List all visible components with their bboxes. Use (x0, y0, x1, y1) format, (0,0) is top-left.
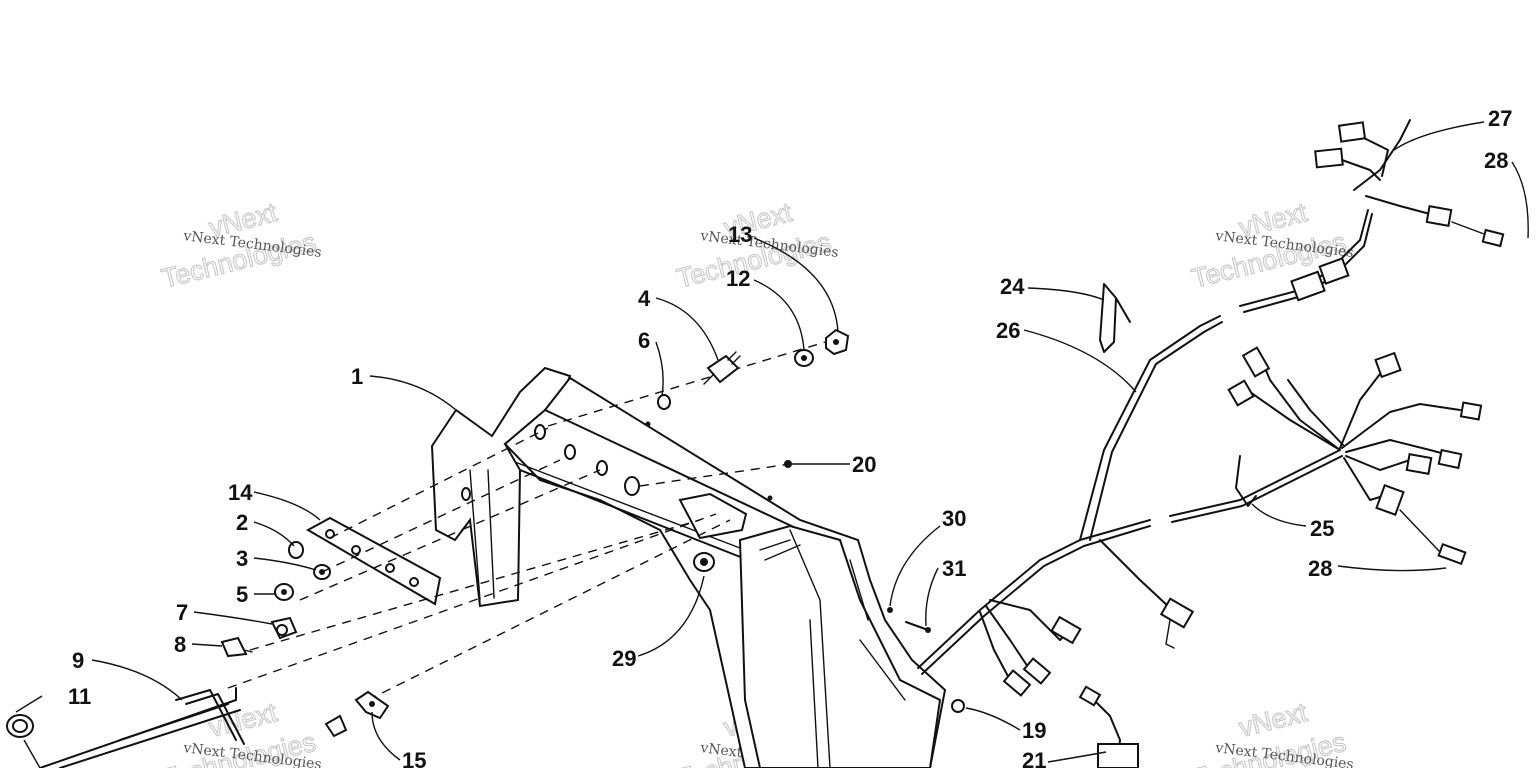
callout-24: 24 (1000, 274, 1025, 299)
callout-28-bottom: 28 (1308, 556, 1332, 581)
callout-15: 15 (402, 748, 426, 768)
screws-30-31 (887, 607, 931, 633)
callout-30: 30 (942, 506, 966, 531)
explode-line-d (547, 339, 833, 427)
callout-5: 5 (236, 582, 248, 607)
callout-4: 4 (638, 286, 651, 311)
callout-8: 8 (174, 632, 186, 657)
callout-12: 12 (726, 266, 750, 291)
console-bracket (430, 366, 947, 768)
callout-1: 1 (351, 364, 363, 389)
callout-19: 19 (1022, 718, 1046, 743)
callout-25: 25 (1310, 516, 1334, 541)
explode-line-a (329, 427, 549, 539)
nut-19 (951, 699, 965, 713)
callout-2: 2 (236, 510, 248, 535)
callout-21: 21 (1022, 748, 1046, 768)
explode-line-e (249, 519, 701, 651)
explode-line-c (299, 469, 601, 601)
callout-labels: 1 2 3 4 5 6 7 8 9 11 12 13 14 15 19 20 2… (68, 106, 1512, 768)
callout-29: 29 (612, 646, 636, 671)
toggle-switch (657, 328, 850, 410)
switch-plate (305, 516, 442, 606)
watermark-big-11: vNext (1236, 697, 1311, 743)
explode-line-g (227, 513, 717, 689)
explode-line-h (367, 519, 731, 701)
throttle-cable (6, 687, 245, 768)
callout-27: 27 (1488, 106, 1512, 131)
callout-7: 7 (176, 600, 188, 625)
bracket-plate-15 (324, 690, 390, 738)
callout-28-top: 28 (1484, 148, 1508, 173)
callout-6: 6 (638, 328, 650, 353)
callout-11: 11 (68, 684, 91, 709)
wiring-harness (917, 119, 1505, 768)
explode-line-b (321, 459, 561, 573)
callout-20: 20 (852, 452, 876, 477)
callout-3: 3 (236, 546, 248, 571)
fastener-20 (784, 460, 792, 468)
callout-13: 13 (728, 222, 752, 247)
callout-14: 14 (228, 480, 253, 505)
callout-26: 26 (996, 318, 1020, 343)
callout-31: 31 (942, 556, 966, 581)
leader-lines (15, 121, 1529, 768)
grommet-29 (693, 552, 715, 572)
callout-9: 9 (72, 648, 84, 673)
